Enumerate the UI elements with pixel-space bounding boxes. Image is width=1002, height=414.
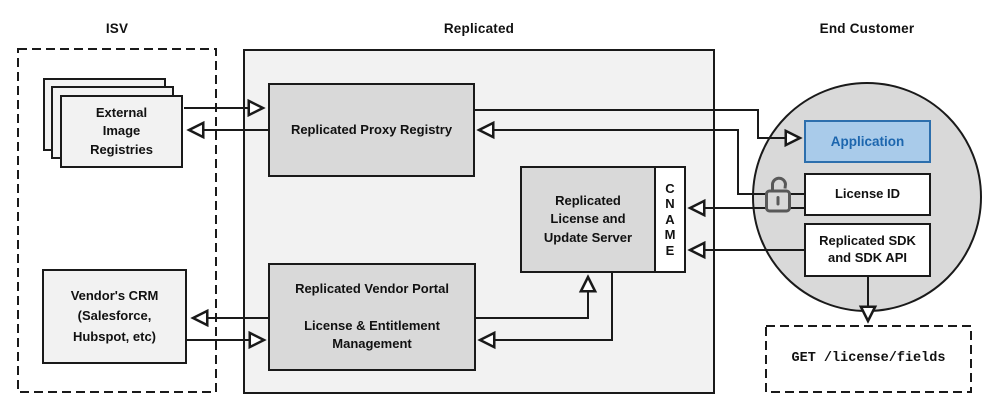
cname-column: C N A M E bbox=[654, 168, 684, 271]
license-id-node: License ID bbox=[804, 173, 931, 216]
external-image-registries-node: External Image Registries bbox=[60, 95, 183, 168]
vendor-portal-node: Replicated Vendor Portal License & Entit… bbox=[268, 263, 476, 371]
section-label-end-customer: End Customer bbox=[819, 21, 915, 36]
get-license-fields-node: GET /license/fields bbox=[791, 351, 946, 367]
vendors-crm-node: Vendor's CRM (Salesforce, Hubspot, etc) bbox=[42, 269, 187, 364]
section-label-isv: ISV bbox=[105, 21, 129, 36]
proxy-registry-node: Replicated Proxy Registry bbox=[268, 83, 475, 177]
replicated-sdk-node: Replicated SDK and SDK API bbox=[804, 223, 931, 277]
license-update-server-node: Replicated License and Update Server C N… bbox=[520, 166, 686, 273]
application-node: Application bbox=[804, 120, 931, 163]
section-label-replicated: Replicated bbox=[443, 21, 515, 36]
license-update-server-label: Replicated License and Update Server bbox=[522, 168, 654, 271]
